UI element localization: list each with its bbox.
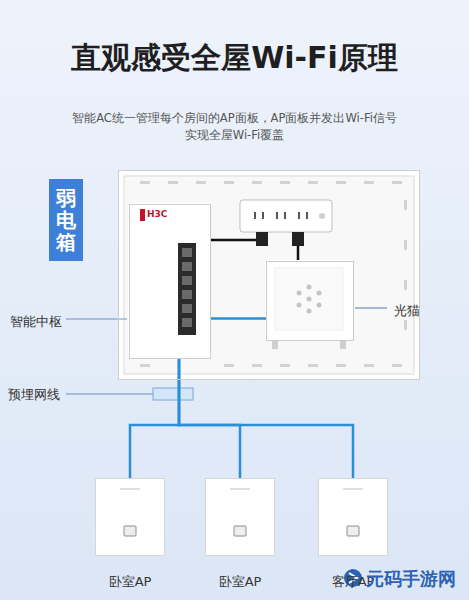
- box-inner-panel: [124, 176, 414, 374]
- subtitle: 实现全屋Wi-Fi覆盖: [0, 128, 469, 143]
- power-cable: [210, 239, 256, 242]
- callout-label: 光猫: [394, 302, 420, 320]
- hub-port-strip: [178, 243, 196, 335]
- ap-port: [124, 526, 359, 536]
- power-cable: [297, 246, 300, 260]
- box-fill: [118, 170, 420, 380]
- network-cable: [179, 359, 353, 478]
- network-cable: [179, 359, 240, 478]
- cable-sleeve: [153, 388, 193, 400]
- modem-leg: [272, 340, 278, 349]
- ap-panel: 卧室AP: [95, 478, 165, 556]
- ap-panel: 客厅AP: [318, 478, 388, 556]
- title: 直观感受全屋Wi-Fi原理: [0, 38, 469, 79]
- box-title: 弱电箱: [49, 179, 83, 261]
- watermark: 元码手游网: [366, 567, 456, 591]
- power-strip: [240, 200, 332, 232]
- ap-body: [205, 478, 275, 556]
- callout-label: 智能中枢: [10, 313, 62, 331]
- hub-logo-mark: [140, 209, 145, 221]
- callout-label: 预埋网线: [8, 386, 60, 404]
- weak-current-box: 智能中枢光猫弱电箱: [118, 170, 420, 380]
- hub-ports: [182, 248, 192, 327]
- power-sockets: [254, 212, 325, 219]
- ap-body: [95, 478, 165, 556]
- ap-brand-mark: [120, 488, 363, 490]
- brand-logo: H3C: [147, 209, 167, 219]
- hub-body: [128, 203, 210, 358]
- ap-body: [318, 478, 388, 556]
- network-cable: [211, 317, 266, 320]
- ap-label: 卧室AP: [219, 573, 262, 591]
- power-plug: [292, 232, 304, 246]
- modem-vents: [297, 285, 322, 314]
- leader-line: [355, 307, 387, 308]
- ap-panel: 卧室AP: [205, 478, 275, 556]
- modem-face: [275, 268, 343, 330]
- subtitle: 智能AC统一管理每个房间的AP面板，AP面板并发出Wi-Fi信号: [0, 111, 469, 126]
- modem-body: [265, 260, 353, 340]
- power-plug: [256, 232, 268, 246]
- network-cable: [130, 359, 179, 478]
- modem-leg: [340, 340, 346, 349]
- ap-label: 卧室AP: [109, 573, 152, 591]
- smart-hub: 智能中枢: [129, 204, 211, 359]
- optical-modem: 光猫: [266, 261, 354, 341]
- leader-line: [66, 393, 153, 394]
